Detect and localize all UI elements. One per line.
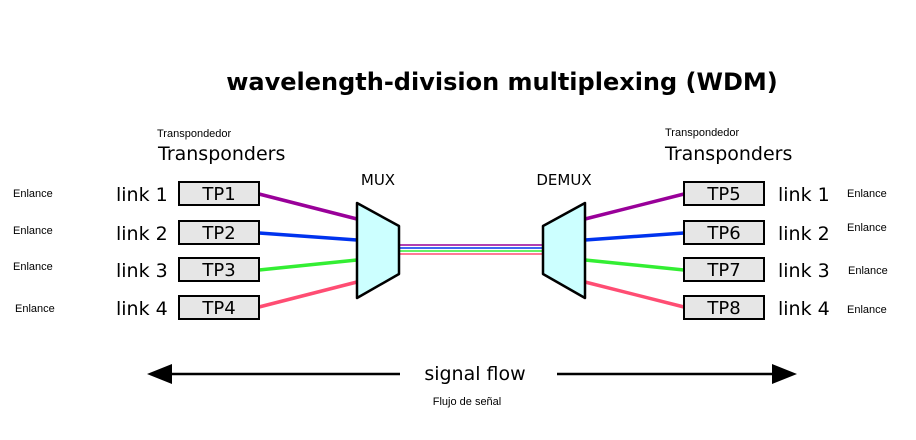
left-link-label-4: link 4 xyxy=(116,298,168,320)
left-fiber-link-2 xyxy=(258,231,358,242)
right-link-label-4: link 4 xyxy=(778,298,830,320)
tp1-box xyxy=(178,181,260,206)
left-row-3: Enlance link 3 TP3 xyxy=(13,257,260,282)
left-transponders-heading: Transponders xyxy=(157,143,285,165)
right-fiber-link-2 xyxy=(584,231,685,242)
multiplexed-fiber xyxy=(399,244,543,255)
tp3-label: TP3 xyxy=(201,260,235,281)
left-fiber-link-3 xyxy=(258,258,358,272)
right-link-label-2: link 2 xyxy=(778,223,830,245)
right-row-4: TP8 link 4 Enlance xyxy=(683,295,887,320)
right-link-label-1: link 1 xyxy=(778,184,830,206)
tp3-box xyxy=(178,257,260,282)
tp4-label: TP4 xyxy=(201,298,235,319)
left-row-4: Enlance link 4 TP4 xyxy=(15,295,260,320)
right-row-2: TP6 link 2 Enlance xyxy=(683,220,887,245)
demux-label: DEMUX xyxy=(536,171,591,189)
tp4-box xyxy=(178,295,260,320)
tp1-label: TP1 xyxy=(201,184,235,205)
right-row-1: TP5 link 1 Enlance xyxy=(683,181,887,206)
mux-label: MUX xyxy=(361,171,395,189)
mux-device xyxy=(355,201,401,300)
tp6-label: TP6 xyxy=(706,223,740,244)
right-enlance-3: Enlance xyxy=(848,265,888,277)
left-transponders-translation: Transpondedor xyxy=(157,128,232,140)
left-row-2: Enlance link 2 TP2 xyxy=(13,220,260,245)
tp2-box xyxy=(178,220,260,245)
diagram-title: wavelength-division multiplexing (WDM) xyxy=(226,68,778,96)
left-enlance-1: Enlance xyxy=(13,188,53,200)
left-link-label-1: link 1 xyxy=(116,184,168,206)
tp5-box xyxy=(683,181,765,206)
tp7-label: TP7 xyxy=(706,260,740,281)
right-fiber-link-3 xyxy=(584,258,685,272)
right-transponders-heading: Transponders xyxy=(664,143,792,165)
left-link-label-2: link 2 xyxy=(116,223,168,245)
left-fiber-link-1 xyxy=(258,192,358,221)
signal-flow-label: signal flow xyxy=(424,363,525,385)
left-enlance-2: Enlance xyxy=(13,225,53,237)
tp7-box xyxy=(683,257,765,282)
right-fiber-link-4 xyxy=(584,280,685,309)
left-fiber-link-4 xyxy=(258,280,358,309)
signal-flow-translation: Flujo de señal xyxy=(433,396,502,408)
left-enlance-4: Enlance xyxy=(15,303,55,315)
left-row-1: Enlance link 1 TP1 xyxy=(13,181,260,206)
right-enlance-2: Enlance xyxy=(847,222,887,234)
tp8-label: TP8 xyxy=(706,298,740,319)
tp5-label: TP5 xyxy=(706,184,740,205)
right-enlance-4: Enlance xyxy=(847,304,887,316)
left-link-label-3: link 3 xyxy=(116,260,168,282)
tp2-label: TP2 xyxy=(201,223,235,244)
tp6-box xyxy=(683,220,765,245)
right-transponders-translation: Transpondedor xyxy=(665,127,740,139)
left-enlance-3: Enlance xyxy=(13,261,53,273)
right-link-label-3: link 3 xyxy=(778,260,830,282)
right-enlance-1: Enlance xyxy=(847,188,887,200)
right-row-3: TP7 link 3 Enlance xyxy=(683,257,888,282)
tp8-box xyxy=(683,295,765,320)
right-fiber-link-1 xyxy=(584,192,685,221)
demux-device xyxy=(541,201,587,300)
